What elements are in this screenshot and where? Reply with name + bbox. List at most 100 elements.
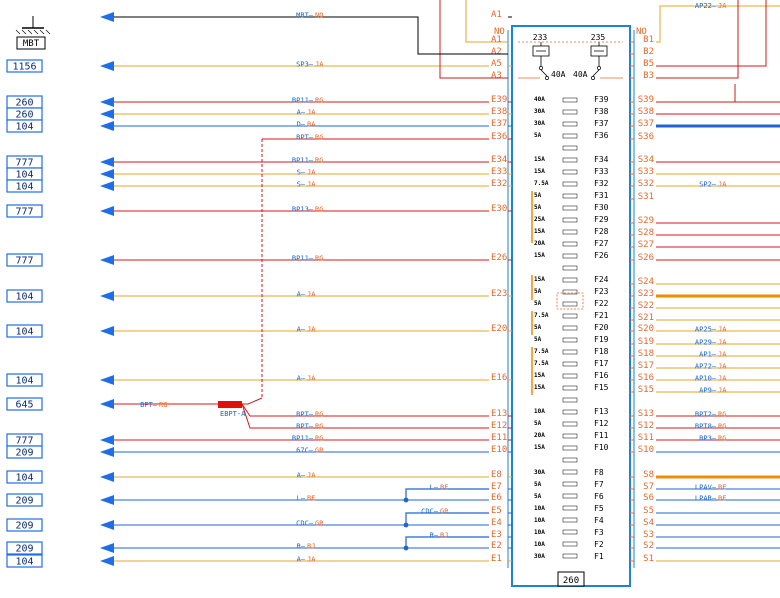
fuse-f22: F22 — [594, 299, 609, 308]
left-wire-e11-pin: E11 — [491, 433, 507, 443]
ref-box — [6, 541, 43, 555]
ref-box-label: 209 — [15, 521, 33, 532]
left-wire-e37-color: BA — [307, 121, 316, 129]
loop-wire-e5-code: CDC— — [421, 508, 439, 516]
right-wire-lpav-code: LPAV— — [695, 484, 717, 492]
pin-s34: S34 — [638, 155, 654, 165]
ground-symbol: MBT — [15, 16, 51, 50]
left-wire-e11-arrow — [100, 435, 114, 445]
right-connector-label: NO — [636, 27, 647, 37]
left-wire-a5-pin: A5 — [491, 59, 502, 69]
fuse-f12: F12 — [594, 419, 609, 428]
pin-s1: S1 — [643, 554, 654, 564]
loop-wire-e7 — [405, 488, 489, 500]
fuse-f39: F39 — [594, 95, 609, 104]
left-wire-e30-arrow — [100, 206, 114, 216]
fuse-f16-amp: 15A — [534, 372, 545, 379]
bpt-wire-e13-pin: E13 — [491, 409, 507, 419]
bpt-wire-e36-color: RG — [315, 134, 323, 142]
left-wire-a5-color: JA — [315, 61, 324, 69]
left-wire-e37-code: D— — [297, 121, 306, 129]
fuse-f31: F31 — [594, 191, 609, 200]
fuse-f27: F27 — [594, 239, 609, 248]
right-wire-lpav-color: BE — [718, 484, 726, 492]
fuse-f24-amp: 15A — [534, 276, 545, 283]
left-wire-e23-pin: E23 — [491, 289, 507, 299]
pin-s12: S12 — [638, 421, 654, 431]
relay-233: 233 40A — [532, 33, 566, 80]
svg-text:233: 233 — [533, 33, 548, 42]
ref-box — [6, 554, 43, 568]
ref-box — [6, 179, 43, 193]
left-wire-e34-code: BP11— — [292, 157, 314, 165]
left-wire-e26-arrow — [100, 255, 114, 265]
left-wire-e10-code: 67C— — [296, 447, 314, 455]
left-wire-e33-arrow — [100, 169, 114, 179]
bpt-wire-e12-pin: E12 — [491, 421, 507, 431]
fuse-f39-amp: 40A — [534, 96, 545, 103]
left-wire-a1-code: MBT— — [296, 12, 314, 20]
left-wire-e6-code: L— — [297, 495, 306, 503]
pin-s33: S33 — [638, 167, 654, 177]
pin-b5: B5 — [643, 59, 654, 69]
pin-a1: A1 — [491, 35, 502, 45]
ref-box — [6, 493, 43, 507]
fuse-f10-amp: 15A — [534, 444, 545, 451]
pin-b2: B2 — [643, 47, 654, 57]
loop-wire-e5-color: GR — [440, 508, 449, 516]
pin-s20: S20 — [638, 324, 654, 334]
ref-box — [6, 470, 43, 484]
top-right-wire-color: JA — [718, 2, 727, 10]
fuse-f33-amp: 15A — [534, 168, 545, 175]
pin-s31: S31 — [638, 192, 654, 202]
pin-s28: S28 — [638, 228, 654, 238]
fuse-f32-amp: 7.5A — [534, 180, 549, 187]
left-wire-e8-code: A— — [297, 472, 306, 480]
left-wire-e20-arrow — [100, 326, 114, 336]
ref-box-label: 777 — [15, 158, 33, 169]
left-wire-e38-code: A— — [297, 109, 306, 117]
pin-s4: S4 — [643, 518, 654, 528]
fuse-f32: F32 — [594, 179, 609, 188]
left-wire-e26-color: RG — [315, 255, 323, 263]
left-wire-e6-pin: E6 — [491, 493, 502, 503]
left-wire-e20-color: JA — [307, 326, 316, 334]
pin-s11: S11 — [638, 433, 654, 443]
pin-s19: S19 — [638, 337, 654, 347]
relay-235-amp: 40A — [573, 70, 588, 79]
ref-box — [6, 119, 43, 133]
left-wire-e2-pin: E2 — [491, 541, 502, 551]
ref-box — [6, 373, 43, 387]
pin-s16: S16 — [638, 373, 654, 383]
fuse-f22-amp: 5A — [534, 300, 542, 307]
ref-box-label: 209 — [15, 448, 33, 459]
bpt-wire-e12-code: BPT— — [296, 423, 314, 431]
right-wire-bpt8-color: RG — [718, 423, 726, 431]
fuse-f26: F26 — [594, 251, 609, 260]
ref-box-label: 104 — [15, 376, 33, 387]
fuse-f7: F7 — [594, 480, 604, 489]
left-wire-e10-pin: E10 — [491, 445, 507, 455]
left-wire-a5-code: SP3— — [296, 61, 314, 69]
pin-s10: S10 — [638, 445, 654, 455]
left-wire-e8-arrow — [100, 472, 114, 482]
right-wire-ap10-code: AP10— — [695, 375, 717, 383]
fuse-f17: F17 — [594, 359, 609, 368]
left-wire-e8-pin: E8 — [491, 470, 502, 480]
b5-wire — [656, 0, 767, 67]
top-right-wire-code: AP22— — [695, 2, 717, 10]
pin-s38: S38 — [638, 107, 654, 117]
ref-box-label: 104 — [15, 170, 33, 181]
pin-s27: S27 — [638, 240, 654, 250]
ref-box-label: 777 — [15, 436, 33, 447]
pin-s22: S22 — [638, 301, 654, 311]
ref-box-label: 777 — [15, 256, 33, 267]
pin-a2: A2 — [491, 47, 502, 57]
left-wire-e30-color: RG — [315, 206, 323, 214]
fuse-f18-amp: 7.5A — [534, 348, 549, 355]
left-wire-e33-code: S— — [297, 169, 306, 177]
left-wire-e30-pin: E30 — [491, 204, 507, 214]
left-wire-e38-arrow — [100, 109, 114, 119]
left-wire-a5-arrow — [100, 61, 114, 71]
